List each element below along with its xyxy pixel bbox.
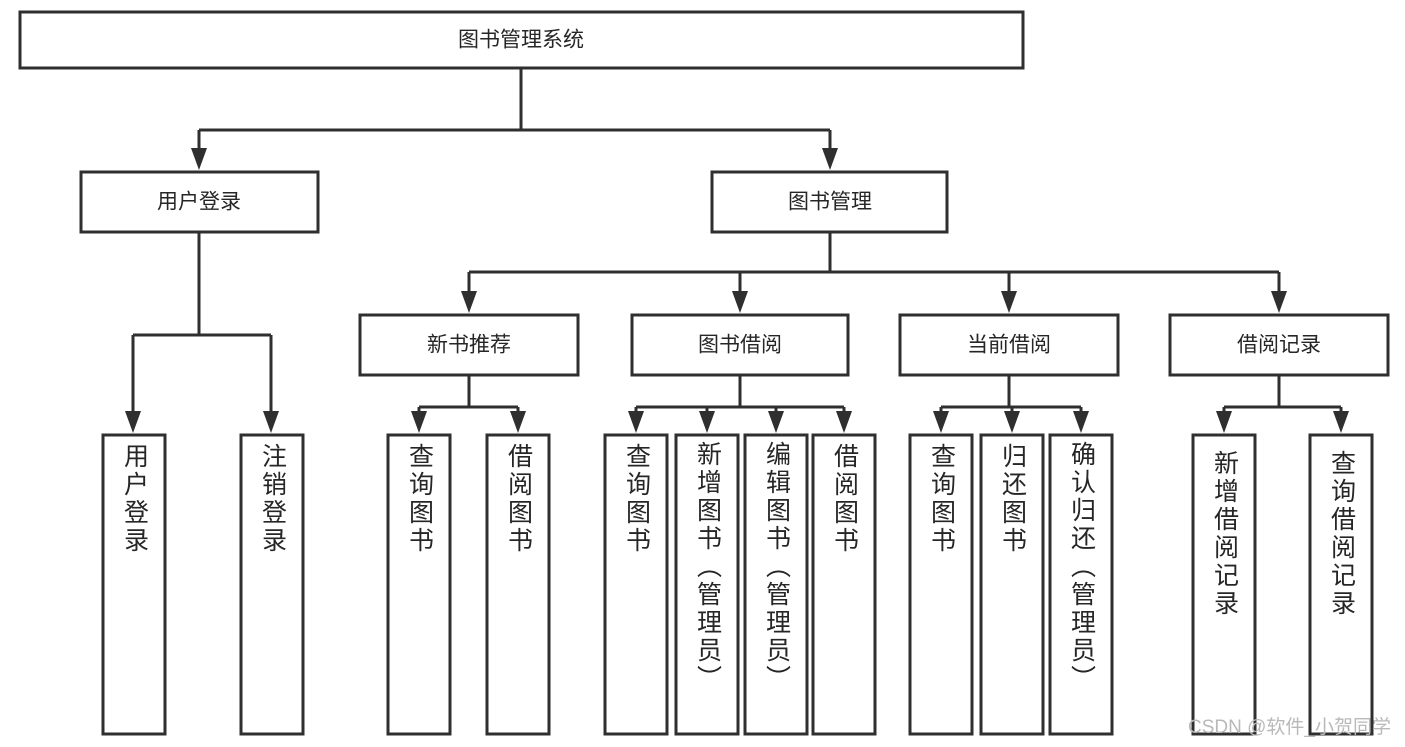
node-box-user-login[interactable] [79,170,320,234]
arrowhead-bookborrow-leaf-3 [768,411,784,433]
leaf-box-return-book[interactable] [979,433,1045,736]
arrowhead-user-login [191,148,207,170]
node-label-book-management: 图书管理 [788,191,872,214]
connectors [125,68,1349,433]
node-current-borrow[interactable]: 当前借阅 [898,313,1120,377]
arrowhead-borrowrecord-leaf-1 [1216,411,1232,433]
arrowhead-book-borrow [732,291,748,313]
node-label-book-borrow: 图书借阅 [698,334,782,357]
arrowhead-newbook-leaf-1 [411,411,427,433]
node-label-root: 图书管理系统 [458,29,584,52]
arrowhead-newbook-leaf-2 [510,411,526,433]
arrowhead-bookborrow-leaf-1 [628,411,644,433]
node-label-borrow-record: 借阅记录 [1237,334,1321,357]
leaf-box-borrow-book[interactable] [811,433,877,736]
arrowhead-current-borrow [1001,291,1017,313]
arrowhead-leaf-logout [263,411,279,433]
leaf-box-logout[interactable] [239,433,305,736]
node-label-current-borrow: 当前借阅 [967,334,1051,357]
leaf-box-user-login[interactable] [101,433,167,736]
arrowhead-bookborrow-leaf-2 [699,411,715,433]
arrowhead-currentborrow-leaf-2 [1004,411,1020,433]
node-box-book-management[interactable] [710,170,949,234]
node-root[interactable]: 图书管理系统 [18,10,1025,70]
node-label-new-book-recommend: 新书推荐 [427,334,511,357]
node-book-management[interactable]: 图书管理 [710,170,949,234]
arrowhead-currentborrow-leaf-1 [933,411,949,433]
arrowhead-borrow-record [1271,291,1287,313]
node-box-current-borrow[interactable] [898,313,1120,377]
arrowhead-currentborrow-leaf-3 [1073,411,1089,433]
arrowhead-new-book-rec [461,291,477,313]
arrowhead-borrowrecord-leaf-2 [1333,411,1349,433]
node-label-user-login: 用户登录 [157,191,241,214]
leaf-box-add-borrow-record[interactable] [1191,433,1257,736]
leaf-box-confirm-return-admin[interactable] [1048,433,1114,736]
leaf-box-add-book-admin[interactable] [674,433,740,736]
leaf-box-query-book-borrow[interactable] [603,433,669,736]
arrowhead-leaf-user-login [125,411,141,433]
node-new-book-recommend[interactable]: 新书推荐 [358,313,580,377]
leaf-box-query-book-rec[interactable] [386,433,452,736]
leaf-box-edit-book-admin[interactable] [743,433,809,736]
node-box-borrow-record[interactable] [1168,313,1390,377]
node-user-login[interactable]: 用户登录 [79,170,320,234]
arrowhead-bookborrow-leaf-4 [836,411,852,433]
node-borrow-record[interactable]: 借阅记录 [1168,313,1390,377]
arrowhead-book-manage [822,148,838,170]
node-box-new-book-recommend[interactable] [358,313,580,377]
leaf-boxes [101,433,1374,736]
node-box-book-borrow[interactable] [630,313,850,377]
node-box-root[interactable] [18,10,1025,70]
leaf-box-query-book-current[interactable] [908,433,974,736]
leaf-box-query-borrow-record[interactable] [1308,433,1374,736]
leaf-box-borrow-book-rec[interactable] [485,433,551,736]
node-book-borrow[interactable]: 图书借阅 [630,313,850,377]
